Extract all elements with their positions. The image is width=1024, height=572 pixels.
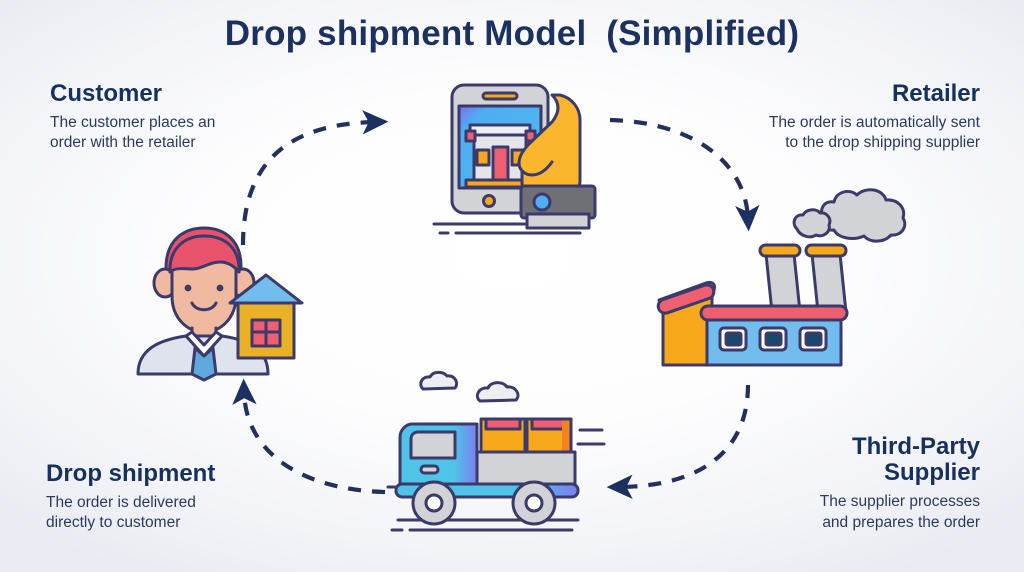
- label-third-party-supplier: Third-Party Supplier The supplier proces…: [819, 433, 980, 533]
- dropshipment-description: The order is delivered directly to custo…: [46, 493, 196, 532]
- customer-house-icon: [136, 226, 304, 382]
- label-customer: Customer The customer places an order wi…: [50, 80, 215, 154]
- factory-icon: [656, 188, 907, 367]
- dropshipment-heading: Drop shipment: [46, 460, 216, 487]
- arrow-supplier-to-dropshipment: [606, 384, 751, 500]
- label-retailer: Retailer The order is automatically sent…: [769, 80, 980, 154]
- label-drop-shipment: Drop shipment The order is delivered dir…: [46, 460, 215, 534]
- supplier-description: The supplier processes and prepares the …: [819, 492, 980, 531]
- customer-heading: Customer: [50, 80, 163, 107]
- page-title: Drop shipment Model (Simplified): [224, 14, 800, 53]
- supplier-heading: Third-Party Supplier: [851, 433, 980, 487]
- arrow-customer-to-retailer: [240, 110, 389, 246]
- retailer-heading: Retailer: [891, 80, 980, 107]
- smartphone-order-icon: [432, 83, 597, 235]
- delivery-truck-icon: [386, 370, 606, 532]
- retailer-description: The order is automatically sent to the d…: [768, 113, 980, 152]
- customer-description: The customer places an order with the re…: [50, 113, 216, 152]
- arrow-retailer-to-supplier: [609, 117, 760, 232]
- arrow-dropshipment-to-customer: [232, 378, 386, 495]
